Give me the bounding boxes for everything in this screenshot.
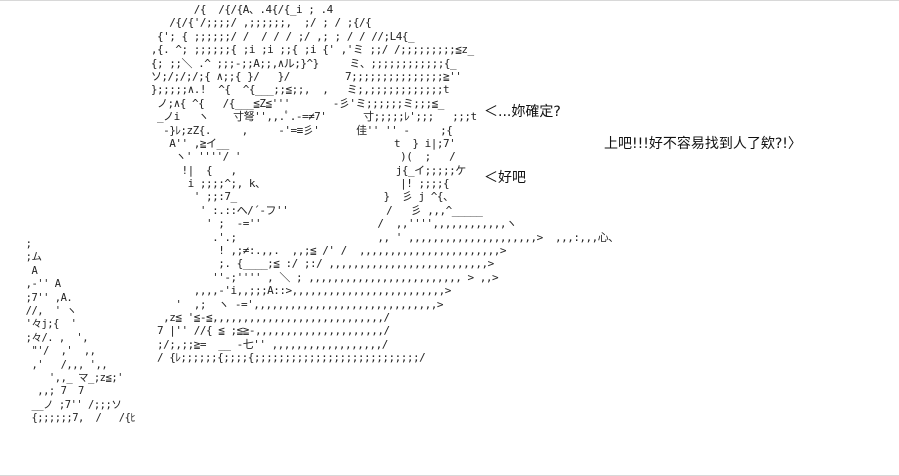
ascii-art-character-line: ''-;'''' , ＼ ; ,,,,,,,,,,,,,,,,,,,,,,,,,…	[108, 270, 499, 284]
ascii-art-arm-line: __ノ ;7'' /;;;ソ	[14, 398, 122, 411]
ascii-art-character-line: ! ,;≠:.,,. ,,;≦ /' / ,,,,,,,,,,,,,,,,,,,…	[108, 244, 506, 258]
ascii-art-character-line: .'.; ,, ' ,,,,,,,,,,,,,,,,,,,,,> ,,,:,,,…	[108, 230, 619, 244]
ascii-art-arm-line: //, ' ヽ	[14, 304, 77, 317]
ascii-art-character-line: / {ﾚ;;;;;;{;;;;{;;;;;;;;;;;;;;;;;;;;;;;;…	[108, 351, 426, 365]
ascii-art-character-line: ' :.::ヘ/´-フ'' / 彡 ,,,^_____	[108, 203, 483, 217]
ascii-art-character-line: ' ;;:7_ } 彡 j ^{、	[108, 190, 454, 204]
ascii-art-character-line: A'' ,≧イ__ t } i|;7'	[108, 136, 456, 150]
ascii-art-character-line: ' ; -='' / ,,'''',,,,,,,,,,,,ヽ	[108, 217, 517, 231]
dialogue-line-1: ＜...妳確定?	[484, 104, 561, 120]
ascii-art-arm: ; ;ム A ,-'' A ;7'' ,A. //, ' ヽ '々j;{ ' ;…	[14, 237, 136, 425]
ascii-art-character: /{ /{/{A、.4{/{_i ; .4 /{/{'/;;;;/ ,;;;;;…	[108, 3, 619, 365]
ascii-art-arm-line: ;々/. , ',	[14, 331, 89, 344]
ascii-art-arm-line: {;;;;;;7, / /{ﾋ	[14, 412, 136, 425]
ascii-art-character-line: /{ /{/{A、.4{/{_i ; .4	[108, 3, 334, 16]
ascii-art-character-line: i ;;;;^;, k、 |! ;;;;{	[108, 177, 450, 191]
ascii-art-character-line: ノ;∧{ ^{ /{___≦Z≦''' -彡'ミ;;;;;;ミ;;;≦_	[108, 96, 444, 110]
ascii-art-character-line: ;. {____;≦ :/ ;:/ ,,,,,,,,,,,,,,,,,,,,,,…	[108, 257, 494, 271]
ascii-art-character-line: ,{. ^; ;;;;;;{ ;i ;i ;;{ ;i {' ,'ミ ;;/ /…	[108, 43, 474, 57]
ascii-art-arm-line: "'/ ,' ,,	[14, 345, 96, 358]
dialogue-line-3: ＜好吧	[484, 170, 526, 186]
ascii-art-arm-line: ,-'' A	[14, 278, 61, 291]
ascii-art-arm-line: '々j;{ '	[14, 318, 77, 331]
ascii-art-character-line: ' ,; ヽ -=',,,,,,,,,,,,,,,,,,,,,,,,,,,,,,…	[108, 297, 443, 311]
ascii-art-character-line: {; ;;＼ .^ ;;;-;;A;;,∧ル;}^} ミ、;;;;;;;;;;;…	[108, 56, 457, 70]
ascii-art-character-line: !| { , j{_イ;;;;;ケ	[108, 163, 466, 177]
ascii-art-character-line: _ノi ヽ 寸弩'',,.ﾟ.-=≠7' 寸;;;;;ﾚ';;; ;;;t	[108, 110, 477, 124]
ascii-art-arm-line: ,' /,,, ',,	[14, 358, 108, 371]
ascii-art-arm-line: ,,; 7 7	[14, 385, 84, 398]
ascii-art-arm-line: ',,_ マ_;z≦;'	[14, 371, 124, 384]
ascii-art-character-line: ヽ' ''''/ ' )( ; /	[108, 150, 456, 164]
ascii-art-character-line: ソ;/;/;/;{ ∧;;{ }/ }/ 7;;;;;;;;;;;;;;;≧''	[108, 69, 462, 83]
ascii-art-character-line: ;/;,;;≧= __ -七'' ,,,,,,,,,,,,,,,,,,/	[108, 337, 388, 351]
dialogue-line-2: 上吧!!!好不容易找到人了欸?!〉	[604, 136, 802, 152]
ascii-art-character-line: /{/{'/;;;;/ ,;;;;;;, ;/ ; / ;{/{	[108, 16, 372, 30]
ascii-art-character-line: {'; { ;;;;;;/ / / / / ;/ ,; ; / / //;L4{…	[108, 29, 415, 43]
ascii-art-arm-line: ;7'' ,A.	[14, 291, 73, 304]
ascii-art-character-line: 7 |'' //{ ≦ ;≦≧-,,,,,,,,,,,,,,,,,,,,,/	[108, 324, 390, 338]
ascii-art-character-line: ,z≦ '≦-≦,,,,,,,,,,,,,,,,,,,,,,,,,,,,/	[108, 310, 390, 324]
ascii-art-arm-line: A	[14, 264, 38, 277]
ascii-art-arm-line: ;ム	[14, 251, 42, 264]
ascii-art-character-line: };;;;;∧.! ^{ ^{___;;≦;;, , ミ;,;;;;;;;;;;…	[108, 83, 450, 97]
ascii-art-character-line: -}ﾚ;zZ{. , -'=≡彡' 佳'' '' - ;{	[108, 123, 453, 137]
ascii-art-arm-line: ;	[14, 238, 32, 250]
ascii-art-character-line: ,,,,-'i,,;;;A::>,,,,,,,,,,,,,,,,,,,,,,,,…	[108, 284, 452, 298]
